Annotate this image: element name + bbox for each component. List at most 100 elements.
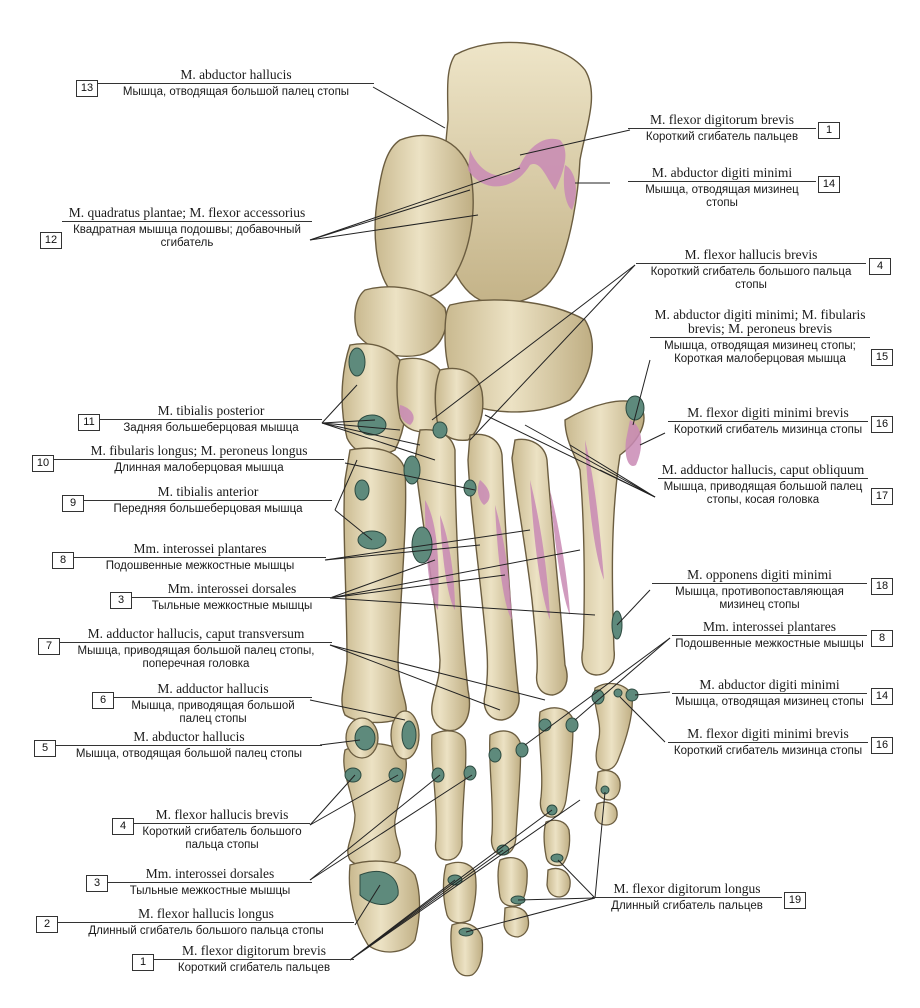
label-1-top-number: 1 <box>818 122 840 139</box>
label-3-mid-russian: Тыльные межкостные мышцы <box>151 600 313 612</box>
label-1-bottom-latin: M. flexor digitorum brevis <box>182 943 326 958</box>
attachment-abductor-digiti-minimi <box>563 165 576 210</box>
tendon-16 <box>488 747 502 763</box>
tendon-18 <box>538 718 552 732</box>
tendon-9 <box>354 725 376 751</box>
navicular <box>354 286 447 357</box>
label-1-bottom-number: 1 <box>132 954 154 971</box>
label-6-russian: Мышца, приводящая большой палец стопы <box>131 700 295 725</box>
label-11-latin: M. tibialis posterior <box>157 403 265 418</box>
toe2-proximal <box>431 730 467 861</box>
label-7-russian: Мышца, приводящая большой палец стопы, п… <box>77 645 315 670</box>
label-2-latin: M. flexor hallucis longus <box>138 906 274 921</box>
label-17-number: 17 <box>871 488 893 505</box>
label-5: M. abductor hallucis Мышца, отводящая бо… <box>56 730 322 761</box>
label-12-number: 12 <box>40 232 62 249</box>
label-8-left: Mm. interossei plantares Подошвенные меж… <box>74 542 326 573</box>
label-18: M. opponens digiti minimi Мышца, противо… <box>652 568 867 612</box>
label-3-bottom-number: 3 <box>86 875 108 892</box>
label-6-number: 6 <box>92 692 114 709</box>
label-13-latin: M. abductor hallucis <box>180 67 292 82</box>
tendon-30 <box>432 421 448 439</box>
label-9: M. tibialis anterior Передняя большеберц… <box>84 485 332 516</box>
label-3-mid: Mm. interossei dorsales Тыльные межкостн… <box>132 582 332 613</box>
metatarsals <box>341 400 645 732</box>
label-7-latin: M. adductor hallucis, caput transversum <box>87 626 305 641</box>
label-19-latin: M. flexor digitorum longus <box>613 881 761 896</box>
label-6-latin: M. adductor hallucis <box>157 681 269 696</box>
label-11-russian: Задняя большеберцовая мышца <box>123 422 299 434</box>
tendon-22 <box>613 688 623 698</box>
label-1-top-latin: M. flexor digitorum brevis <box>650 112 794 127</box>
cuboid <box>444 299 593 413</box>
label-16-bottom-russian: Короткий сгибатель мизинца стопы <box>673 745 863 757</box>
label-10-latin: M. fibularis longus; M. peroneus longus <box>90 443 308 458</box>
attachment-ft-1 <box>425 500 439 610</box>
attachment-ft-5 <box>530 480 550 620</box>
label-19-russian: Длинный сгибатель пальцев <box>611 900 763 912</box>
toe3-middle <box>497 857 528 907</box>
tendon-15 <box>463 765 477 781</box>
label-16-top: M. flexor digiti minimi brevis Короткий … <box>668 406 868 437</box>
label-17-russian: Мышца, приводящая большой палец стопы, к… <box>663 481 863 506</box>
label-5-latin: M. abductor hallucis <box>133 729 245 744</box>
label-13-russian: Мышца, отводящая большой палец стопы <box>122 86 350 98</box>
label-9-russian: Передняя большеберцовая мышца <box>113 503 303 515</box>
label-15: M. abductor digiti minimi; M. fibularis … <box>650 308 870 366</box>
label-1-top: M. flexor digitorum brevis Короткий сгиб… <box>628 113 816 144</box>
attachment-m5 <box>625 420 642 466</box>
label-12-russian: Квадратная мышца подошвы; добавочный сги… <box>73 224 301 249</box>
label-17: M. adductor hallucis, caput obliquum Мыш… <box>658 463 868 507</box>
label-16-bottom-latin: M. flexor digiti minimi brevis <box>687 726 849 741</box>
label-12-latin: M. quadratus plantae; M. flexor accessor… <box>68 205 306 220</box>
label-11-number: 11 <box>78 414 100 431</box>
label-3-bottom-latin: Mm. interossei dorsales <box>145 866 275 881</box>
label-2-number: 2 <box>36 916 58 933</box>
label-19-number: 19 <box>784 892 806 909</box>
attachment-ft-4 <box>495 505 512 620</box>
toe4-middle <box>543 819 571 867</box>
lateral-cuneiform <box>434 367 484 442</box>
label-12: M. quadratus plantae; M. flexor accessor… <box>62 206 312 250</box>
label-13: M. abductor hallucis Мышца, отводящая бо… <box>98 68 374 99</box>
metatarsal-3 <box>467 433 520 721</box>
talus <box>374 134 474 300</box>
label-8-right-russian: Подошвенные межкостные мышцы <box>675 638 864 650</box>
label-3-bottom-russian: Тыльные межкостные мышцы <box>129 885 291 897</box>
label-8-left-latin: Mm. interossei plantares <box>133 541 267 556</box>
label-14-bottom-latin: M. abductor digiti minimi <box>699 677 840 692</box>
label-14-top: M. abductor digiti minimi Мышца, отводящ… <box>628 166 816 210</box>
label-4-top-latin: M. flexor hallucis brevis <box>684 247 818 262</box>
tendon-12 <box>388 767 404 783</box>
label-18-russian: Мышца, противопоставляющая мизинец стопы <box>675 586 844 611</box>
label-8-left-russian: Подошвенные межкостные мышцы <box>105 560 295 572</box>
tendon-6 <box>354 479 370 501</box>
label-2: M. flexor hallucis longus Длинный сгибат… <box>58 907 354 938</box>
label-14-bottom: M. abductor digiti minimi Мышца, отводящ… <box>672 678 867 709</box>
tendon-3 <box>403 455 421 485</box>
label-16-bottom-number: 16 <box>871 737 893 754</box>
label-15-latin: M. abductor digiti minimi; M. fibularis … <box>654 307 866 336</box>
label-5-russian: Мышца, отводящая большой палец стопы <box>75 748 303 760</box>
label-6: M. adductor hallucis Мышца, приводящая б… <box>114 682 312 726</box>
tendon-1 <box>348 347 366 377</box>
tendon-11 <box>344 767 362 783</box>
label-17-latin: M. adductor hallucis, caput obliquum <box>661 462 865 477</box>
label-1-bottom: M. flexor digitorum brevis Короткий сгиб… <box>154 944 354 975</box>
label-16-top-latin: M. flexor digiti minimi brevis <box>687 405 849 420</box>
label-14-top-latin: M. abductor digiti minimi <box>651 165 793 180</box>
toe3-distal <box>503 906 530 938</box>
tendon-13 <box>359 871 399 905</box>
label-15-russian: Мышца, отводящая мизинец стопы; Короткая… <box>664 340 856 365</box>
label-16-bottom: M. flexor digiti minimi brevis Короткий … <box>668 727 868 758</box>
label-1-bottom-russian: Короткий сгибатель пальцев <box>177 962 331 974</box>
label-16-top-number: 16 <box>871 416 893 433</box>
label-8-right: Mm. interossei plantares Подошвенные меж… <box>672 620 867 651</box>
attachment-ft-3 <box>477 480 490 505</box>
label-4-bottom-latin: M. flexor hallucis brevis <box>155 807 289 822</box>
tendon-17 <box>515 742 529 758</box>
leader-lines <box>309 86 671 961</box>
attachment-ft-7 <box>585 440 604 580</box>
tendon-2 <box>357 414 387 436</box>
toe5-distal <box>594 801 618 826</box>
